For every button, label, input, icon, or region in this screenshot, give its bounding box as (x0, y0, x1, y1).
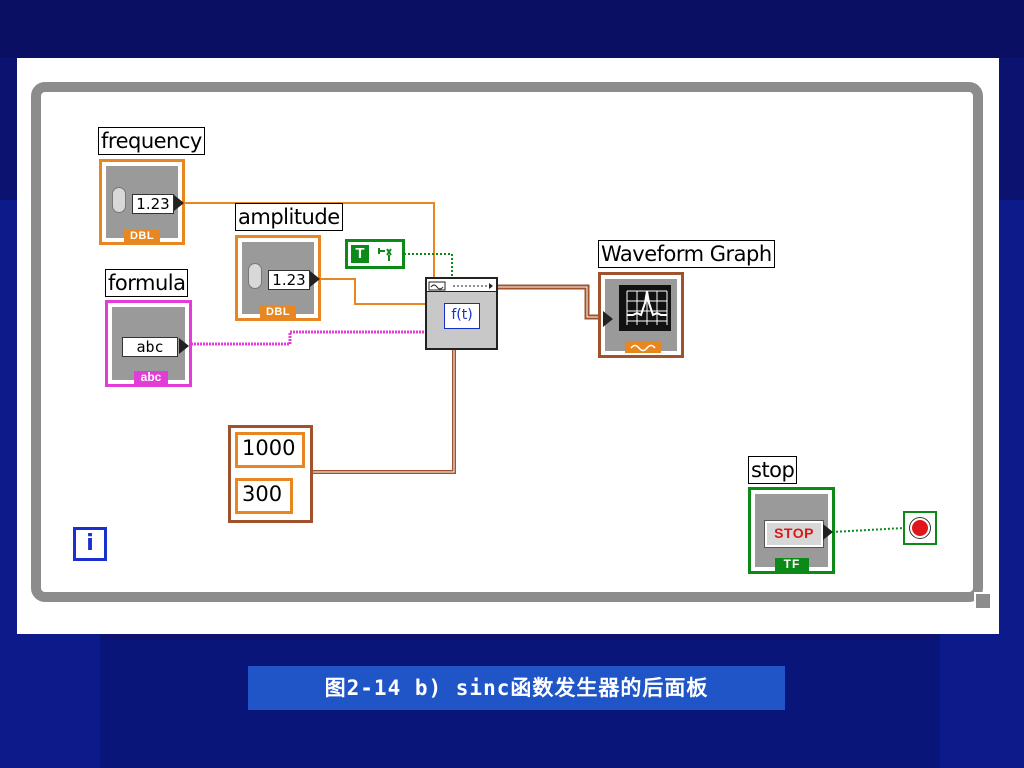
waveform-graph-label[interactable]: Waveform Graph (598, 240, 775, 268)
string-badge: abc (134, 371, 168, 384)
waveform-graph-indicator[interactable] (598, 272, 684, 358)
output-arrow-icon (174, 195, 184, 211)
boolean-constant-value: T (351, 245, 369, 263)
amplitude-control[interactable]: 1.23 DBL (235, 235, 321, 321)
array-element-1[interactable]: 1000 (235, 432, 305, 468)
iteration-terminal[interactable]: i (73, 527, 107, 561)
tf-badge: TF (775, 558, 809, 571)
output-arrow-icon (823, 524, 833, 540)
express-vi-header-icon (428, 281, 493, 291)
waveform-graph-screen (619, 285, 671, 331)
express-vi-header (427, 279, 496, 292)
formula-control[interactable]: abc abc (105, 300, 192, 387)
input-arrow-icon (603, 311, 613, 327)
frequency-label[interactable]: frequency (98, 127, 205, 155)
dbl-badge: DBL (124, 230, 160, 242)
formula-label[interactable]: formula (105, 269, 189, 297)
while-loop-resize-handle[interactable] (974, 592, 990, 608)
stop-button[interactable]: STOP (764, 520, 824, 548)
array-element-2[interactable]: 300 (235, 478, 293, 514)
waveform-badge-icon (625, 341, 661, 353)
amplitude-label[interactable]: amplitude (235, 203, 343, 231)
express-vi-icon: f(t) (444, 303, 480, 329)
slide-top-band (0, 0, 1024, 58)
formula-value: abc (122, 337, 178, 357)
stop-label[interactable]: stop (748, 456, 798, 484)
output-arrow-icon (179, 338, 189, 354)
frequency-control[interactable]: 1.23 DBL (99, 159, 185, 245)
waveform-graph-icon (626, 290, 668, 325)
output-arrow-icon (310, 271, 320, 287)
array-constant[interactable]: 1000 300 (228, 425, 313, 523)
numeric-knob-icon (112, 187, 126, 213)
amplitude-value: 1.23 (268, 270, 310, 290)
frequency-value: 1.23 (132, 194, 174, 214)
boolean-wire-icon (378, 248, 392, 261)
formula-waveform-express-vi[interactable]: f(t) (425, 277, 498, 350)
boolean-constant[interactable]: T (345, 239, 405, 269)
stop-control[interactable]: STOP TF (748, 487, 835, 574)
stop-if-true-icon (910, 518, 930, 538)
dbl-badge: DBL (260, 306, 296, 318)
slide-caption: 图2-14 b) sinc函数发生器的后面板 (248, 666, 785, 710)
loop-condition-terminal[interactable] (903, 511, 937, 545)
numeric-knob-icon (248, 263, 262, 289)
waveform-badge-symbol (630, 344, 656, 352)
while-loop-border[interactable] (31, 82, 983, 602)
